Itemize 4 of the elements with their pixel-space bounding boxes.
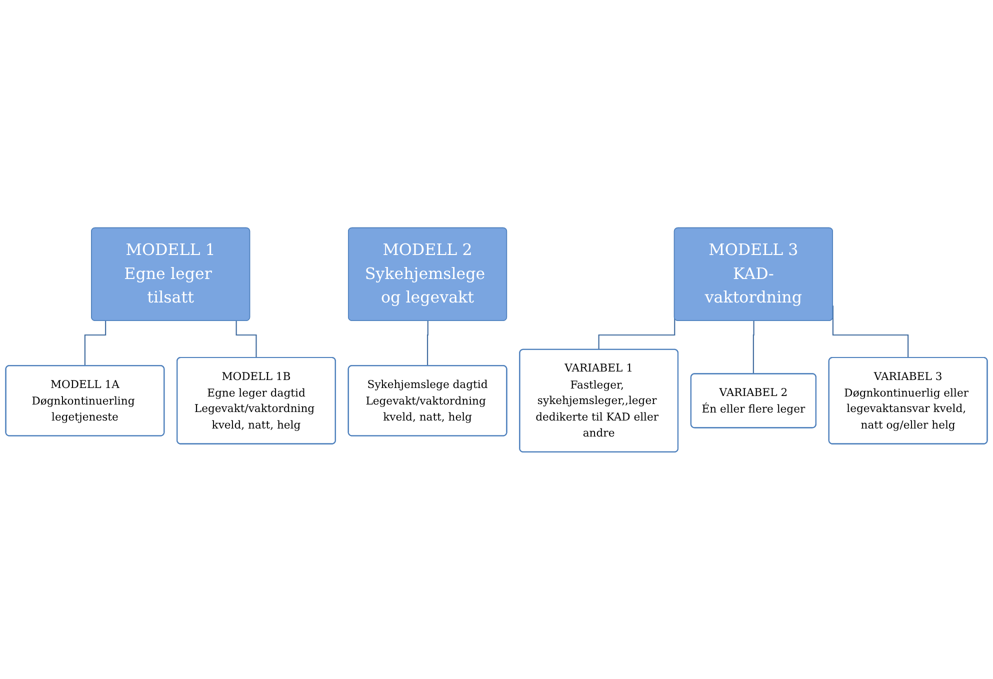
connector bbox=[236, 320, 258, 358]
connector bbox=[752, 320, 754, 374]
connector bbox=[84, 320, 106, 366]
connector bbox=[426, 320, 428, 366]
